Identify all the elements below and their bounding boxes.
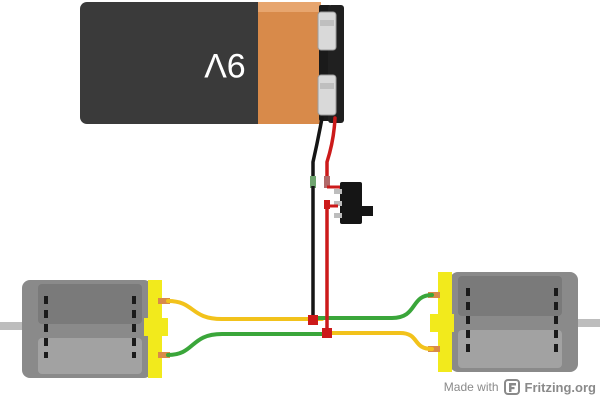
wire-yellow-right (328, 331, 434, 351)
motor-right-panel-top (458, 276, 562, 316)
switch-body (340, 182, 362, 224)
motor-right-panel-bottom (458, 330, 562, 368)
battery-terminal-bottom (317, 74, 337, 116)
slide-switch[interactable] (327, 182, 373, 224)
motor-right-cap-tab (430, 314, 454, 332)
motor-left-cap-tab (144, 318, 168, 336)
wire-black-end (310, 176, 316, 188)
battery-terminal-top (317, 11, 337, 51)
motor-left-panel-top (38, 284, 142, 324)
motor-right-shaft (575, 319, 600, 327)
motor-left-panel-bottom (38, 338, 142, 374)
battery-9v[interactable]: 9V (80, 2, 344, 124)
battery-body (80, 2, 265, 124)
motor-right[interactable] (428, 272, 600, 372)
wire-yellow-left (166, 299, 324, 321)
credit-brand: Fritzing.org (524, 379, 597, 395)
wire-green-right (310, 293, 434, 320)
battery-terminal-top-ring (320, 20, 334, 26)
battery-wrap (258, 2, 321, 124)
battery-wrap-highlight (258, 2, 321, 12)
junction-black (308, 315, 318, 325)
battery-label: 9V (204, 46, 246, 84)
wire-red-top-end (324, 200, 330, 209)
motor-left-shaft (0, 322, 26, 330)
switch-pin-1 (334, 189, 342, 194)
motor-left-terminal-top (158, 298, 170, 304)
switch-slider[interactable] (361, 206, 373, 216)
motor-left[interactable] (0, 280, 170, 378)
wire-red-end (324, 176, 330, 188)
credit-prefix: Made with (443, 380, 499, 394)
fritzing-credit[interactable]: Made with Fritzing.org (444, 376, 596, 398)
motor-left-terminal-bottom (158, 352, 170, 358)
wire-green-left (166, 332, 324, 357)
battery-terminal-bottom-ring (320, 83, 334, 89)
switch-pin-2 (334, 201, 342, 206)
fritzing-logo-icon (503, 379, 520, 395)
junction-red (322, 328, 332, 338)
switch-pin-3 (334, 213, 342, 218)
wire-black-battery (311, 116, 324, 188)
wire-red-battery (325, 116, 337, 188)
